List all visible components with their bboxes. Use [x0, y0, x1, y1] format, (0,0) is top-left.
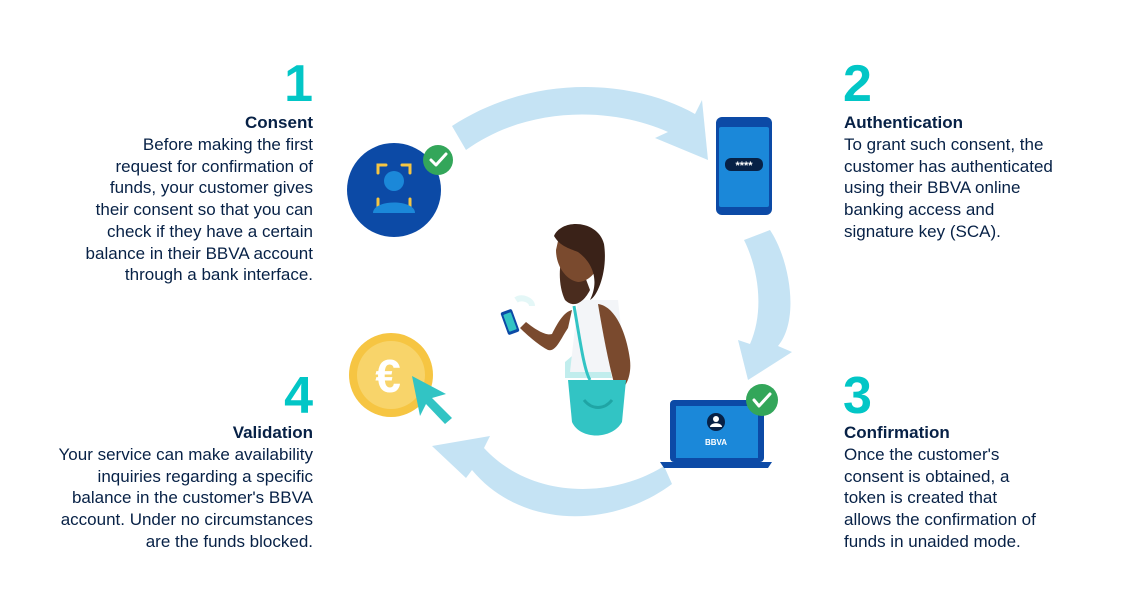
step-4-title: Validation	[232, 423, 313, 442]
step-4-line: inquiries regarding a specific	[97, 466, 313, 486]
step-2-description: To grant such consent, the customer has …	[844, 134, 1053, 243]
step-1-line: check if they have a certain	[106, 221, 313, 241]
step-3-line: funds in unaided mode.	[844, 531, 1021, 551]
laptop-brand-label: BBVA	[705, 438, 727, 447]
confirmation-check-icon	[746, 384, 778, 416]
password-mask: ****	[735, 160, 753, 172]
step-1-line: balance in their BBVA account	[85, 243, 313, 263]
face-id-user-icon	[347, 143, 441, 237]
step-1-line: Before making the first	[142, 135, 313, 154]
step-2-title: Authentication	[844, 113, 963, 132]
step-2-line: customer has authenticated	[844, 156, 1053, 176]
step-3-line: allows the confirmation of	[844, 510, 1036, 530]
arrow-consent-to-authentication	[452, 86, 708, 160]
step-1-line: through a bank interface.	[124, 265, 313, 285]
smartphone-password-icon: ****	[716, 117, 772, 215]
step-1-line: funds, your customer gives	[109, 178, 313, 198]
arrow-confirmation-to-validation	[432, 436, 672, 517]
step-2-line: banking access and	[844, 200, 995, 220]
euro-coin-cursor-icon: €	[349, 333, 452, 424]
laptop-icon: BBVA	[660, 400, 772, 468]
step-1-description: Before making the first request for conf…	[86, 134, 313, 286]
step-1-number: 1	[284, 55, 313, 113]
step-4-line: account. Under no circumstances	[60, 510, 313, 530]
step-4-line: Your service can make availability	[58, 445, 314, 464]
step-4-line: balance in the customer's BBVA	[71, 488, 313, 508]
consent-check-icon	[423, 145, 453, 175]
step-3-line: consent is obtained, a	[844, 466, 1010, 486]
step-4-description: Your service can make availability inqui…	[59, 444, 314, 553]
step-3-description: Once the customer's consent is obtained,…	[844, 444, 1036, 553]
step-3-number: 3	[843, 367, 872, 425]
step-2-number: 2	[843, 55, 872, 113]
step-4-number: 4	[284, 367, 313, 425]
cycle-arrows	[432, 86, 792, 517]
step-4-line: are the funds blocked.	[145, 531, 313, 551]
euro-symbol: €	[375, 350, 401, 402]
step-2-line: signature key (SCA).	[844, 221, 1001, 241]
step-1-title: Consent	[245, 113, 313, 132]
step-3-line: Once the customer's	[844, 445, 1000, 464]
cursor-arrow-icon	[412, 376, 452, 424]
step-2-line: To grant such consent, the	[844, 135, 1044, 154]
arrow-authentication-to-confirmation	[738, 230, 792, 380]
step-3-line: token is created that	[844, 488, 998, 508]
step-1-line: their consent so that you can	[95, 200, 313, 220]
step-2-line: using their BBVA online	[844, 178, 1021, 198]
step-1-line: request for confirmation of	[115, 156, 313, 176]
step-3-title: Confirmation	[844, 423, 950, 442]
woman-with-phone-illustration	[500, 224, 631, 436]
